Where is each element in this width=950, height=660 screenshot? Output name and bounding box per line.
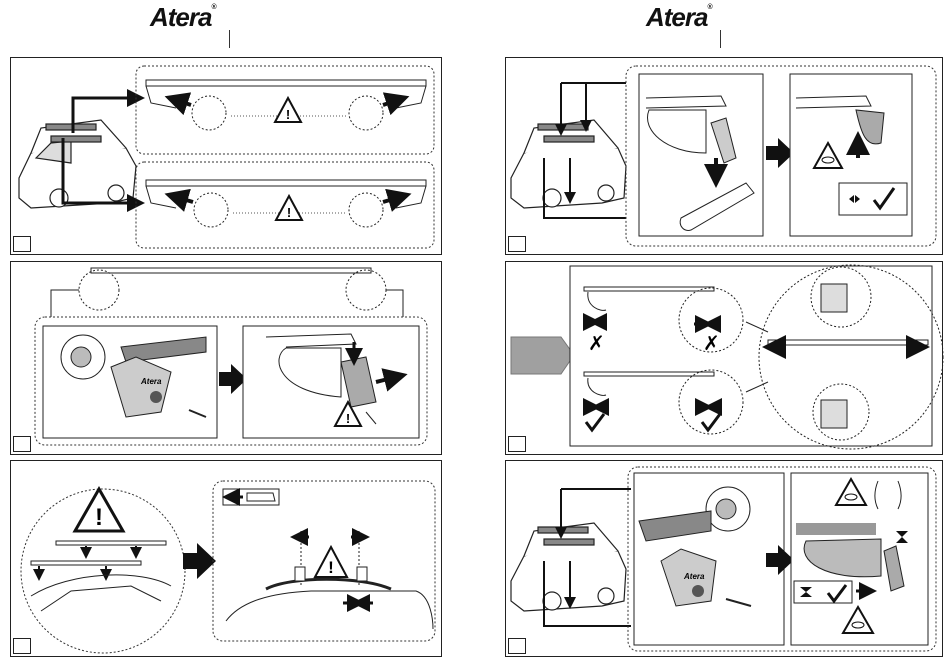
panel-6: Atera [505, 460, 943, 657]
gray-direction-arrow [511, 337, 574, 374]
svg-text:!: ! [95, 504, 103, 531]
carrier-badge-text: Atera [140, 377, 162, 386]
panel-4 [505, 57, 943, 255]
panel-1: ! ! [10, 57, 442, 255]
cross-mark-icon: ✗ [703, 331, 720, 355]
warning-triangle-icon: ! [315, 547, 347, 577]
step-indicator-3 [13, 638, 31, 654]
panel-5: ✗ ✗ [505, 261, 943, 455]
logo-divider-right [720, 30, 721, 48]
svg-text:!: ! [287, 205, 291, 220]
svg-text:✗: ✗ [588, 331, 605, 355]
atera-logo-right: Atera® [646, 2, 712, 33]
car-illustration [511, 523, 626, 611]
svg-text:!: ! [346, 411, 350, 426]
logo-divider-left [229, 30, 230, 48]
atera-logo-left: Atera® [150, 2, 216, 33]
step-indicator-2 [13, 436, 31, 452]
panel-5-illustration: ✗ ✗ [506, 262, 944, 456]
panel-1-illustration: ! ! [11, 58, 443, 256]
panel-2-illustration: Atera ! [11, 262, 443, 456]
svg-text:✗: ✗ [703, 331, 720, 355]
car-illustration [19, 120, 136, 208]
panel-4-illustration [506, 58, 944, 256]
car-illustration [511, 120, 626, 208]
panel-6-illustration: Atera [506, 461, 944, 658]
warning-triangle-icon: ! [75, 489, 123, 531]
step-indicator-1 [13, 236, 31, 252]
panel-3: ! ! [10, 460, 442, 657]
svg-text:!: ! [286, 107, 290, 122]
warning-triangle-icon: ! [276, 196, 302, 220]
warning-triangle-icon: ! [275, 98, 301, 122]
step-indicator-4 [508, 236, 526, 252]
panel-2: Atera ! [10, 261, 442, 455]
carrier-badge-text: Atera [683, 572, 705, 581]
cross-mark-icon: ✗ [588, 331, 605, 355]
step-indicator-5 [508, 436, 526, 452]
svg-text:!: ! [328, 558, 334, 577]
step-indicator-6 [508, 638, 526, 654]
panel-3-illustration: ! ! [11, 461, 443, 658]
